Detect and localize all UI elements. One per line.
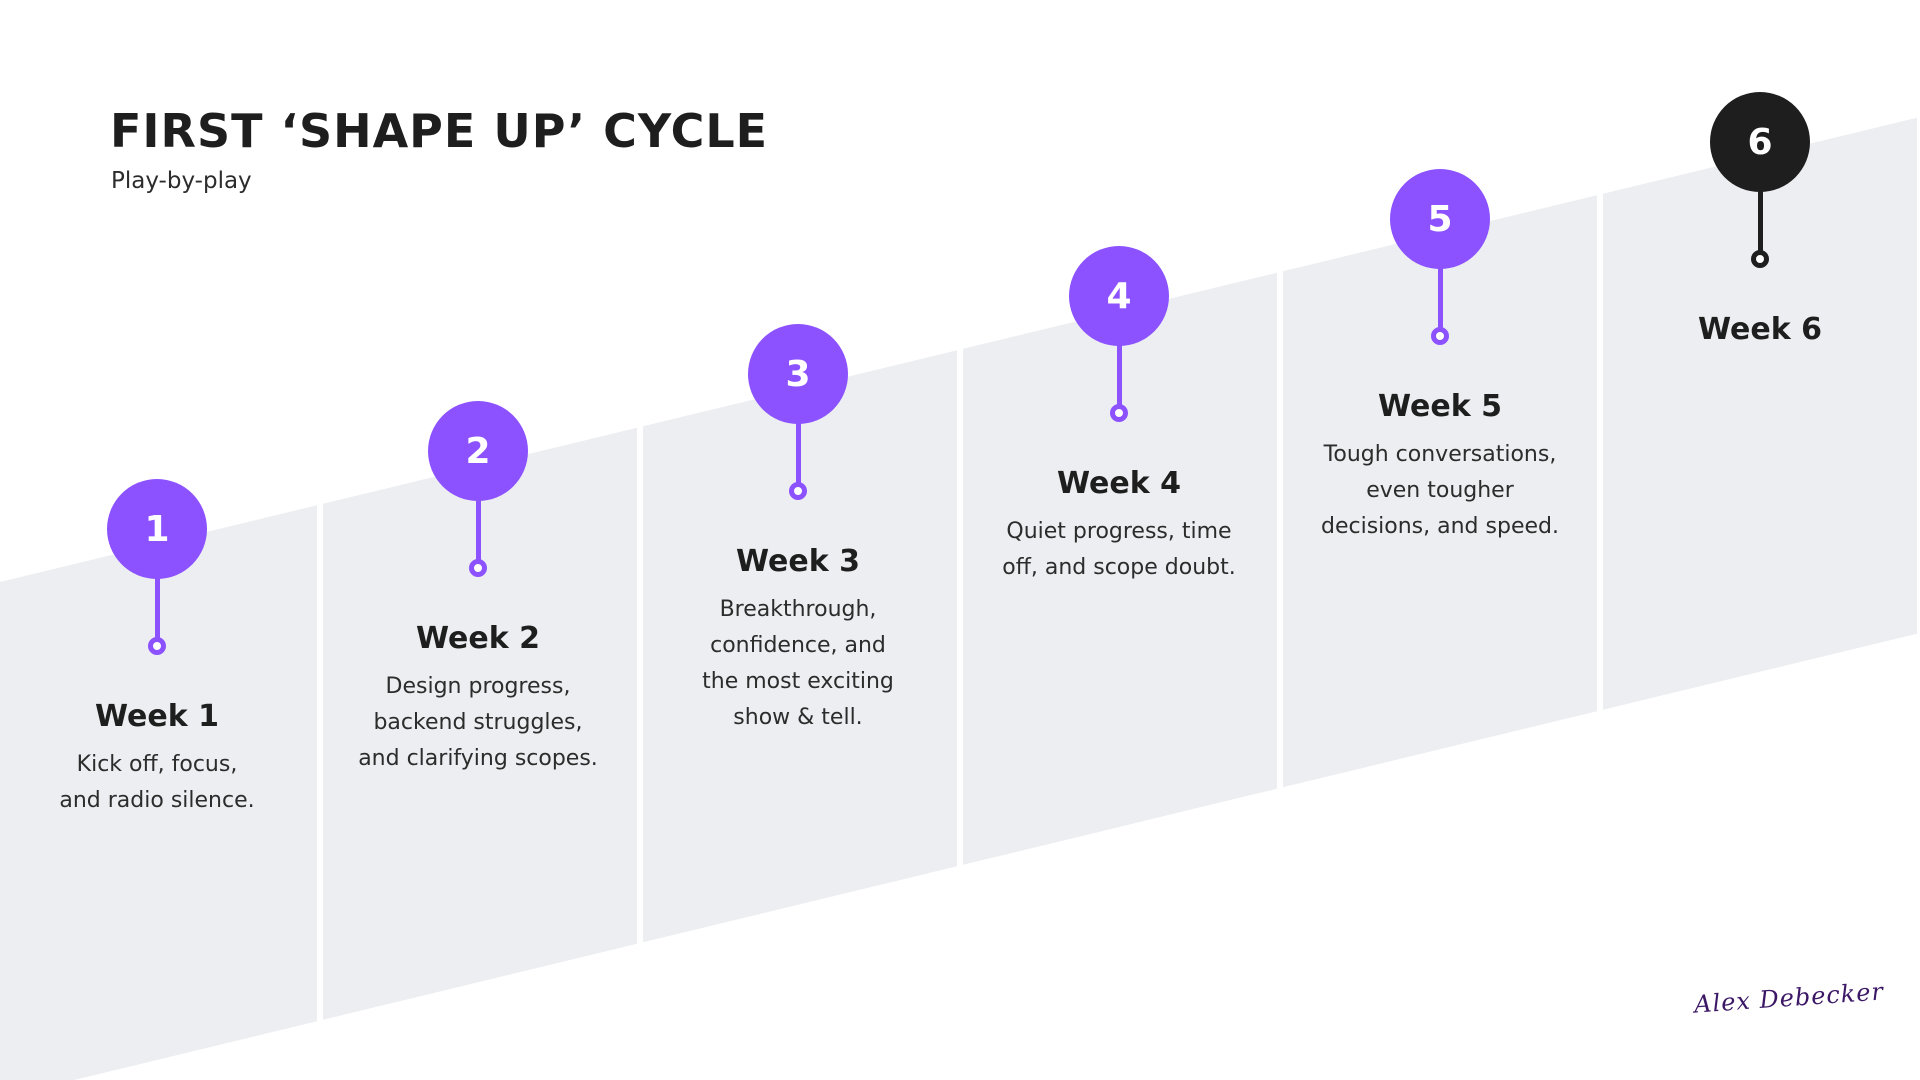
step-number-badge: 1 [107,479,207,579]
step-description: Breakthrough, confidence, and the most exc… [648,592,948,736]
step-title: Week 5 [1378,389,1502,424]
stair-band-4 [963,272,1277,865]
step-title: Week 6 [1698,312,1822,347]
step-description-line: even tougher [1366,478,1514,503]
step-description-line: Breakthrough, [719,597,877,622]
step-description-line: off, and scope doubt. [1002,555,1236,580]
stair-band-3 [643,350,957,943]
stair-band-5 [1283,195,1597,788]
step-description-line: show & tell. [733,705,863,730]
marker-end-dot [469,559,487,577]
step-description: Kick off, focus, and radio silence. [7,747,307,819]
marker-stem [475,499,481,567]
step-description: Tough conversations, even tougher decision… [1290,437,1590,545]
step-description-line: decisions, and speed. [1321,514,1559,539]
marker-stem [1116,344,1122,412]
step-description-line: and clarifying scopes. [358,746,598,771]
stair-band-2 [323,427,637,1020]
step-description-line: and radio silence. [59,788,255,813]
step-description-line: Quiet progress, time [1006,519,1232,544]
step-description-line: the most exciting [702,669,894,694]
step-number-badge: 5 [1390,169,1490,269]
step-description-line: Tough conversations, [1323,442,1557,467]
step-number-badge: 3 [748,324,848,424]
marker-end-dot [789,482,807,500]
step-description-line: Design progress, [385,674,571,699]
step-description-line: backend struggles, [373,710,583,735]
marker-stem [1437,267,1443,335]
marker-end-dot [1751,250,1769,268]
step-number-badge: 6 [1710,92,1810,192]
stair-band-1 [0,505,317,1080]
page-subtitle: Play-by-play [111,168,252,194]
step-title: Week 1 [95,699,219,734]
step-description: Quiet progress, time off, and scope doubt… [969,514,1269,586]
step-title: Week 3 [736,544,860,579]
marker-end-dot [1431,327,1449,345]
step-title: Week 2 [416,621,540,656]
step-description: Design progress, backend struggles, and cl… [328,669,628,777]
marker-stem [154,577,160,645]
step-number-badge: 2 [428,401,528,501]
marker-end-dot [1110,404,1128,422]
step-description-line: confidence, and [710,633,886,658]
step-title: Week 4 [1057,466,1181,501]
marker-stem [1757,190,1763,258]
marker-stem [795,422,801,490]
step-number-badge: 4 [1069,246,1169,346]
marker-end-dot [148,637,166,655]
page-title: FIRST ‘SHAPE UP’ CYCLE [110,104,769,158]
stair-band-6 [1603,117,1917,710]
step-description-line: Kick off, focus, [76,752,238,777]
